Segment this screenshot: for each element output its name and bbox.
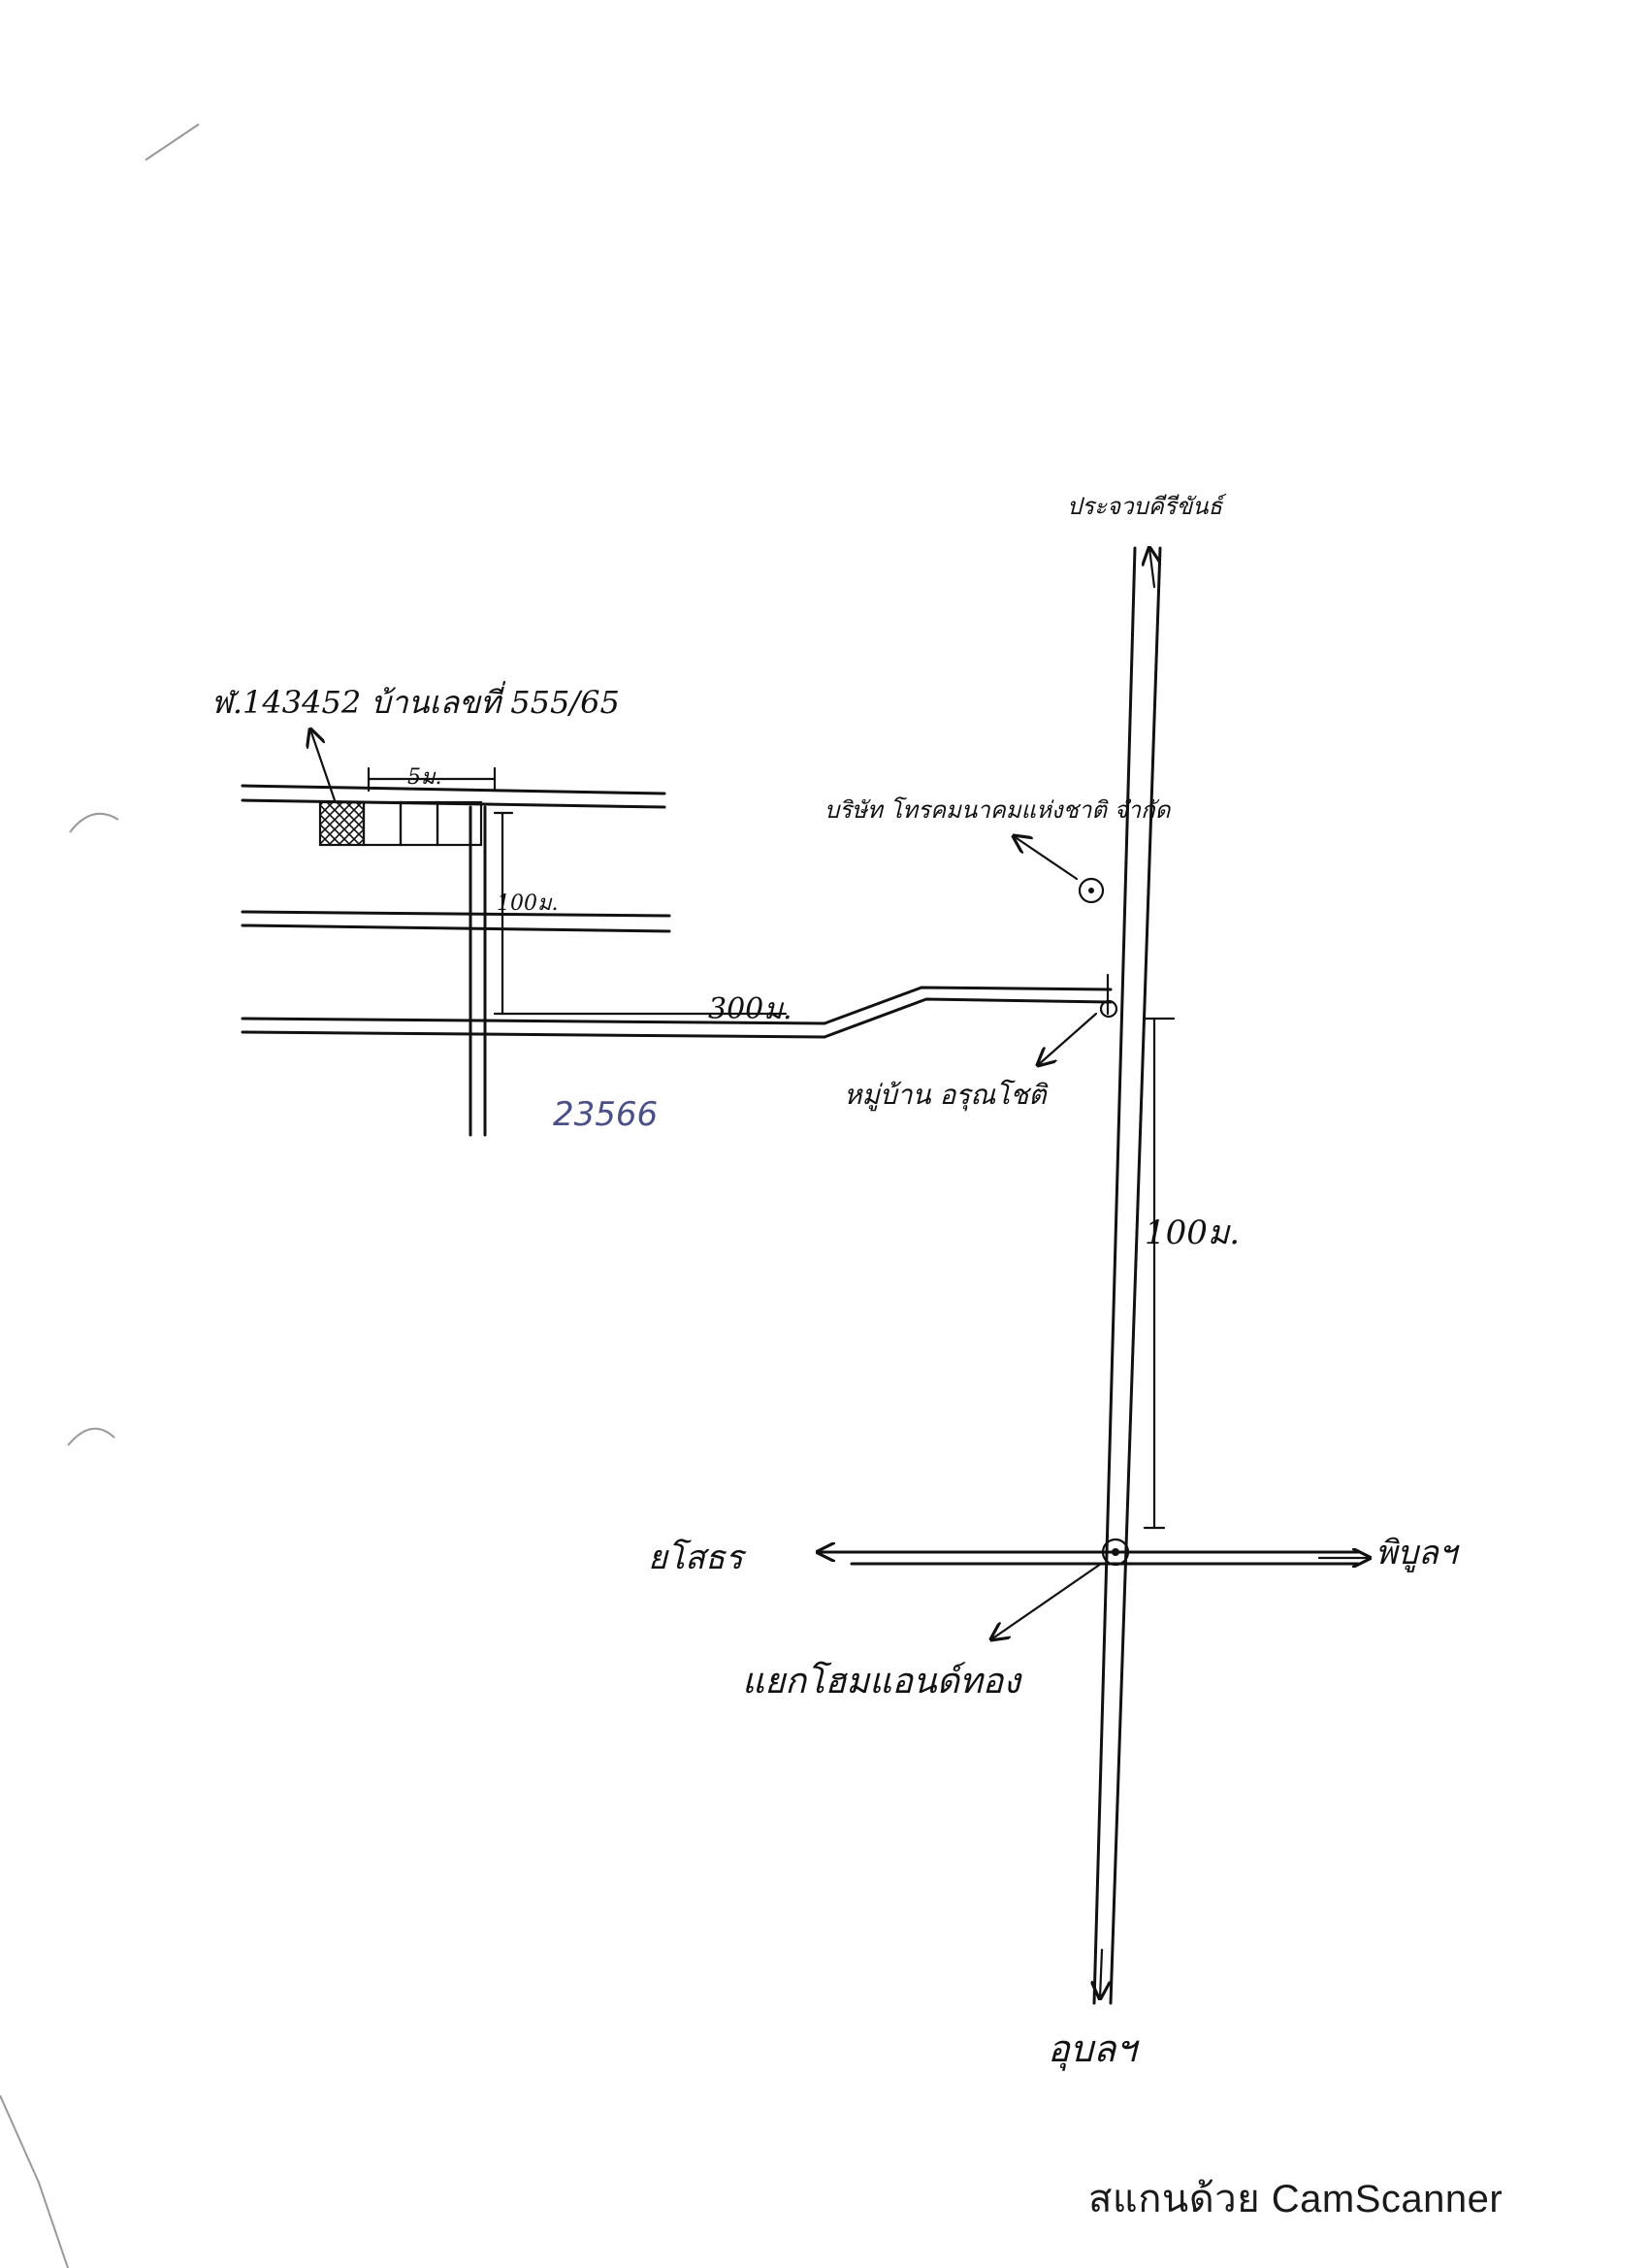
main-highway xyxy=(1094,548,1162,2005)
south-destination-label: อุบลฯ xyxy=(1048,2027,1140,2071)
company-marker xyxy=(1078,877,1105,904)
east-destination-label: พิบูลฯ xyxy=(1375,1534,1460,1572)
soi-network xyxy=(241,784,1113,1137)
company-label: บริษัท โทรคมนาคมแห่งชาติ จำกัด xyxy=(824,796,1172,824)
west-destination-label: ยโสธร xyxy=(648,1539,747,1577)
landmark-markers xyxy=(991,836,1118,1639)
north-destination-label: ประจวบคีรีขันธ์ xyxy=(1067,493,1227,520)
village-label: หมู่บ้าน อรุณโชติ xyxy=(844,1079,1050,1112)
highway-distance-label: 100ม. xyxy=(1145,1214,1240,1252)
soi-distance-label: 300ม. xyxy=(708,992,792,1026)
junction-label: แยกโฮมแอนด์ทอง xyxy=(742,1661,1022,1701)
lane-distance-label: 100ม. xyxy=(497,891,559,916)
junction-marker xyxy=(1101,1538,1130,1567)
scan-artifacts xyxy=(0,123,200,2268)
dimension-lines xyxy=(367,766,1176,1530)
plot-width-label: 5ม. xyxy=(407,765,442,790)
pencil-note: 23566 xyxy=(553,1095,658,1134)
village-marker xyxy=(1099,999,1118,1019)
cross-highway xyxy=(818,1538,1370,1567)
plot-label: ฬ.143452 บ้านเลขที่ 555/65 xyxy=(211,681,620,721)
camscanner-watermark: สแกนด้วย CamScanner xyxy=(1088,2178,1504,2220)
plot-block xyxy=(310,729,483,847)
